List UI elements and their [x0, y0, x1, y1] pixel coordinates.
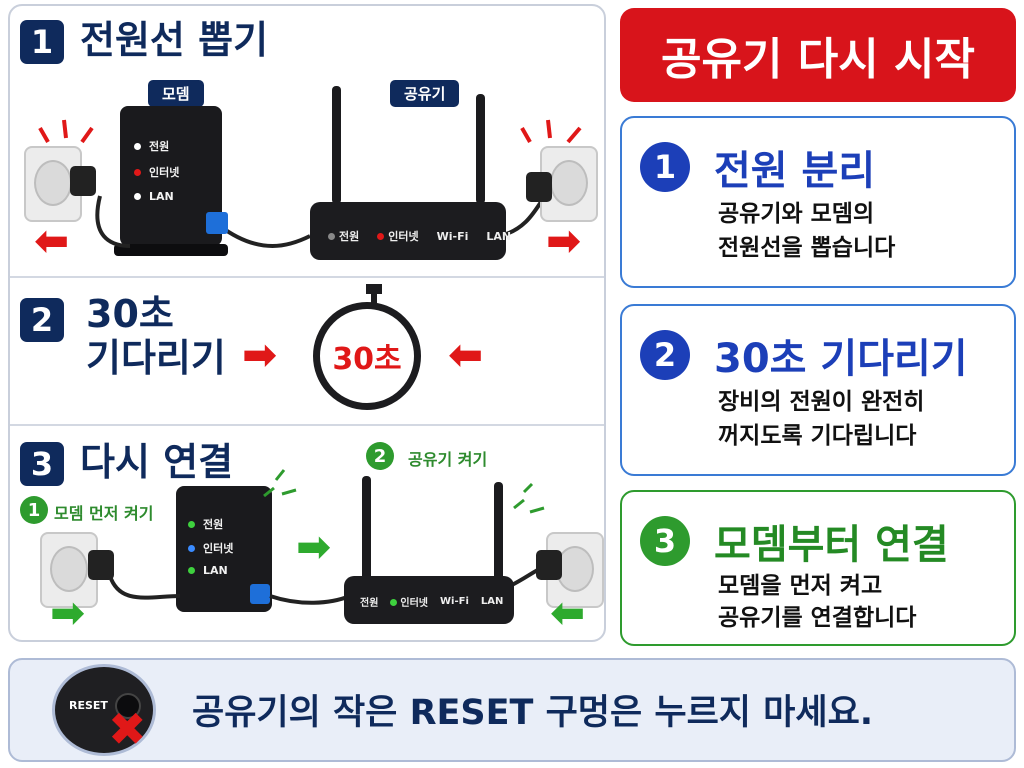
step-card-3: 3 모뎀부터 연결 모뎀을 먼저 켜고 공유기를 연결합니다 [620, 490, 1016, 646]
router-antenna [494, 482, 503, 580]
arrow-left-icon: ⬅ [550, 588, 586, 637]
step-card-2: 2 30초 기다리기 장비의 전원이 완전히 꺼지도록 기다립니다 [620, 304, 1016, 476]
modem-led-internet: 인터넷 [134, 164, 179, 180]
router-device [310, 202, 506, 260]
reset-hole-icon [115, 693, 141, 719]
power-plug-icon [88, 550, 114, 580]
card-1-desc-line1: 공유기와 모뎀의 [718, 201, 875, 227]
step-2-badge: 2 [20, 298, 64, 342]
step-2-title-line1: 30초 [86, 292, 174, 336]
arrow-left-icon: ⬅ [448, 330, 484, 379]
card-1-desc-line2: 전원선을 뽑습니다 [718, 235, 896, 261]
stopwatch-crown-icon [366, 284, 382, 304]
router-antenna [362, 476, 371, 580]
card-2-desc-line2: 꺼지도록 기다립니다 [718, 423, 917, 449]
step-3-title: 다시 연결 [80, 440, 234, 484]
signal-burst-icon [263, 469, 297, 498]
modem-led-lan: LAN [134, 190, 174, 203]
signal-burst-icon [513, 482, 545, 514]
card-3-desc-line2: 공유기를 연결합니다 [718, 605, 917, 631]
step-3-row: 3 다시 연결 1 모뎀 먼저 켜기 2 공유기 켜기 ➡ 전원 인터넷 LAN… [10, 424, 604, 640]
card-3-number: 3 [640, 516, 690, 566]
warning-text: 공유기의 작은 RESET 구멍은 누르지 마세요. [192, 693, 874, 733]
modem-device [120, 106, 222, 246]
arrow-right-icon: ➡ [242, 330, 278, 379]
prohibited-x-icon: ✖ [108, 702, 147, 756]
alert-burst-icon [38, 119, 94, 144]
power-plug-icon [526, 172, 552, 202]
ethernet-port-icon [250, 584, 270, 604]
arrow-right-icon: ➡ [296, 522, 332, 571]
step-1-title: 전원선 뽑기 [80, 18, 269, 62]
modem-led-lan: LAN [188, 564, 228, 577]
modem-led-power: 전원 [188, 516, 223, 532]
card-3-title: 모뎀부터 연결 [714, 522, 949, 568]
sub-step-2-label: 공유기 켜기 [408, 450, 488, 469]
router-antenna [476, 94, 485, 204]
reset-button-illustration: RESET [52, 664, 156, 756]
modem-label: 모뎀 [148, 80, 204, 107]
arrow-left-icon: ⬅ [34, 216, 70, 265]
timer-label: 30초 [332, 342, 402, 377]
sub-step-1-label: 모뎀 먼저 켜기 [54, 504, 154, 523]
reset-label: RESET [69, 699, 108, 712]
card-1-title: 전원 분리 [714, 148, 876, 194]
wall-outlet-right [546, 532, 604, 608]
card-2-number: 2 [640, 330, 690, 380]
router-device [344, 576, 514, 624]
card-2-title: 30초 기다리기 [714, 336, 968, 382]
step-1-badge: 1 [20, 20, 64, 64]
arrow-right-icon: ➡ [546, 216, 582, 265]
router-leds: 전원 인터넷 Wi-Fi LAN [360, 596, 504, 609]
modem-led-internet: 인터넷 [188, 540, 233, 556]
stopwatch-icon: 30초 [313, 302, 421, 410]
arrow-right-icon: ➡ [50, 588, 86, 637]
router-antenna [332, 86, 341, 204]
step-2-row: 2 30초 기다리기 ➡ 30초 ⬅ [10, 276, 604, 424]
card-1-number: 1 [640, 142, 690, 192]
steps-illustration-panel: 1 전원선 뽑기 모뎀 공유기 ⬅ 전원 인터넷 LAN [8, 4, 606, 642]
modem-led-power: 전원 [134, 138, 169, 154]
alert-burst-icon [520, 119, 582, 144]
ethernet-port-icon [206, 212, 228, 234]
sub-step-1-badge: 1 [20, 496, 48, 524]
router-label: 공유기 [390, 80, 460, 107]
page-title-banner: 공유기 다시 시작 [620, 8, 1016, 102]
warning-bar [8, 658, 1016, 762]
step-1-row: 1 전원선 뽑기 모뎀 공유기 ⬅ 전원 인터넷 LAN [10, 6, 604, 276]
power-plug-icon [536, 550, 562, 580]
sub-step-2-badge: 2 [366, 442, 394, 470]
step-card-1: 1 전원 분리 공유기와 모뎀의 전원선을 뽑습니다 [620, 116, 1016, 288]
step-2-title-line2: 기다리기 [86, 336, 226, 380]
power-plug-icon [70, 166, 96, 196]
router-leds: 전원 인터넷 Wi-Fi LAN [328, 228, 511, 244]
step-3-badge: 3 [20, 442, 64, 486]
card-3-desc-line1: 모뎀을 먼저 켜고 [718, 573, 883, 599]
card-2-desc-line1: 장비의 전원이 완전히 [718, 389, 925, 415]
